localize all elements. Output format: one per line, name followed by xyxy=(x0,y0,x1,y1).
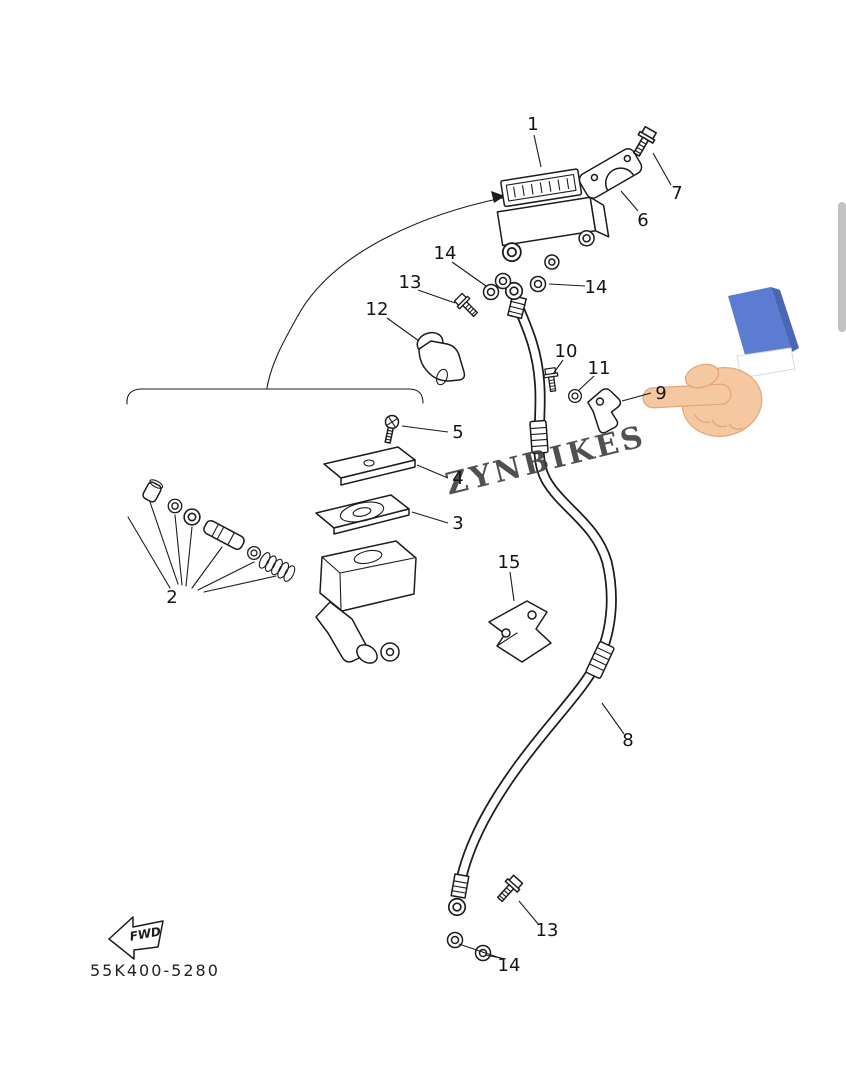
handlebar-clamp xyxy=(578,148,643,199)
master-cylinder-body xyxy=(315,540,417,664)
index-finger xyxy=(642,383,732,409)
boot-12 xyxy=(416,331,466,386)
thumb xyxy=(684,363,720,389)
hose-collar-bottom xyxy=(450,873,470,899)
part-code: 55K400-5280 xyxy=(90,961,220,980)
label-15: 15 xyxy=(498,552,521,573)
sleeve-shade xyxy=(771,287,799,352)
label-3: 3 xyxy=(452,513,463,534)
label-11: 11 xyxy=(588,358,611,379)
label-10: 10 xyxy=(555,341,578,362)
label-13-top: 13 xyxy=(399,272,422,293)
label-14-bottom: 14 xyxy=(498,955,521,976)
frame-outline xyxy=(126,191,505,405)
label-1: 1 xyxy=(527,114,538,135)
brake-hose xyxy=(447,281,617,917)
arrowhead xyxy=(491,191,505,203)
hand-pointer xyxy=(642,287,799,437)
sleeve xyxy=(728,287,792,362)
screw-5 xyxy=(384,414,400,444)
hose-sleeve-upper xyxy=(529,419,549,455)
hose-sleeve-lower xyxy=(585,641,615,679)
label-14-top-right: 14 xyxy=(585,277,608,298)
label-6: 6 xyxy=(637,210,648,231)
label-2: 2 xyxy=(166,587,177,608)
hose-banjo-bottom xyxy=(447,897,467,917)
piston-kit-2 xyxy=(127,479,296,593)
washer-14-top-a xyxy=(482,283,500,301)
scrollbar-thumb[interactable] xyxy=(838,202,846,332)
washer-14-bottom-a xyxy=(446,931,464,949)
washer-14-bottom-b xyxy=(474,944,492,962)
washer-14-top-b xyxy=(494,272,512,290)
label-12: 12 xyxy=(366,299,389,320)
banjo-bolt-13-top xyxy=(452,291,482,321)
label-5: 5 xyxy=(452,422,463,443)
washer-14-top-right xyxy=(529,275,547,293)
finger-curl-lines xyxy=(693,413,744,430)
bracket-15 xyxy=(488,600,552,663)
bolt-10 xyxy=(542,366,561,393)
kit-leader-fan xyxy=(127,501,277,593)
part-labels: 1 7 6 14 13 14 12 10 11 9 5 4 3 2 15 8 1… xyxy=(166,114,682,976)
fwd-arrow: FWD xyxy=(108,916,164,960)
label-7: 7 xyxy=(671,183,682,204)
fwd-label: FWD xyxy=(129,924,162,943)
label-9: 9 xyxy=(655,383,666,404)
label-13-bottom: 13 xyxy=(536,920,559,941)
label-4: 4 xyxy=(452,468,463,489)
cap-plate-4 xyxy=(323,446,416,486)
hose-collar-top xyxy=(507,294,527,320)
label-8: 8 xyxy=(622,730,633,751)
label-14-top-left: 14 xyxy=(434,243,457,264)
hose-clamp-9 xyxy=(587,388,622,434)
washer-11 xyxy=(567,388,583,404)
diaphragm-3 xyxy=(315,494,410,535)
master-cylinder xyxy=(496,168,610,270)
banjo-bolt-13-bottom xyxy=(493,873,525,906)
